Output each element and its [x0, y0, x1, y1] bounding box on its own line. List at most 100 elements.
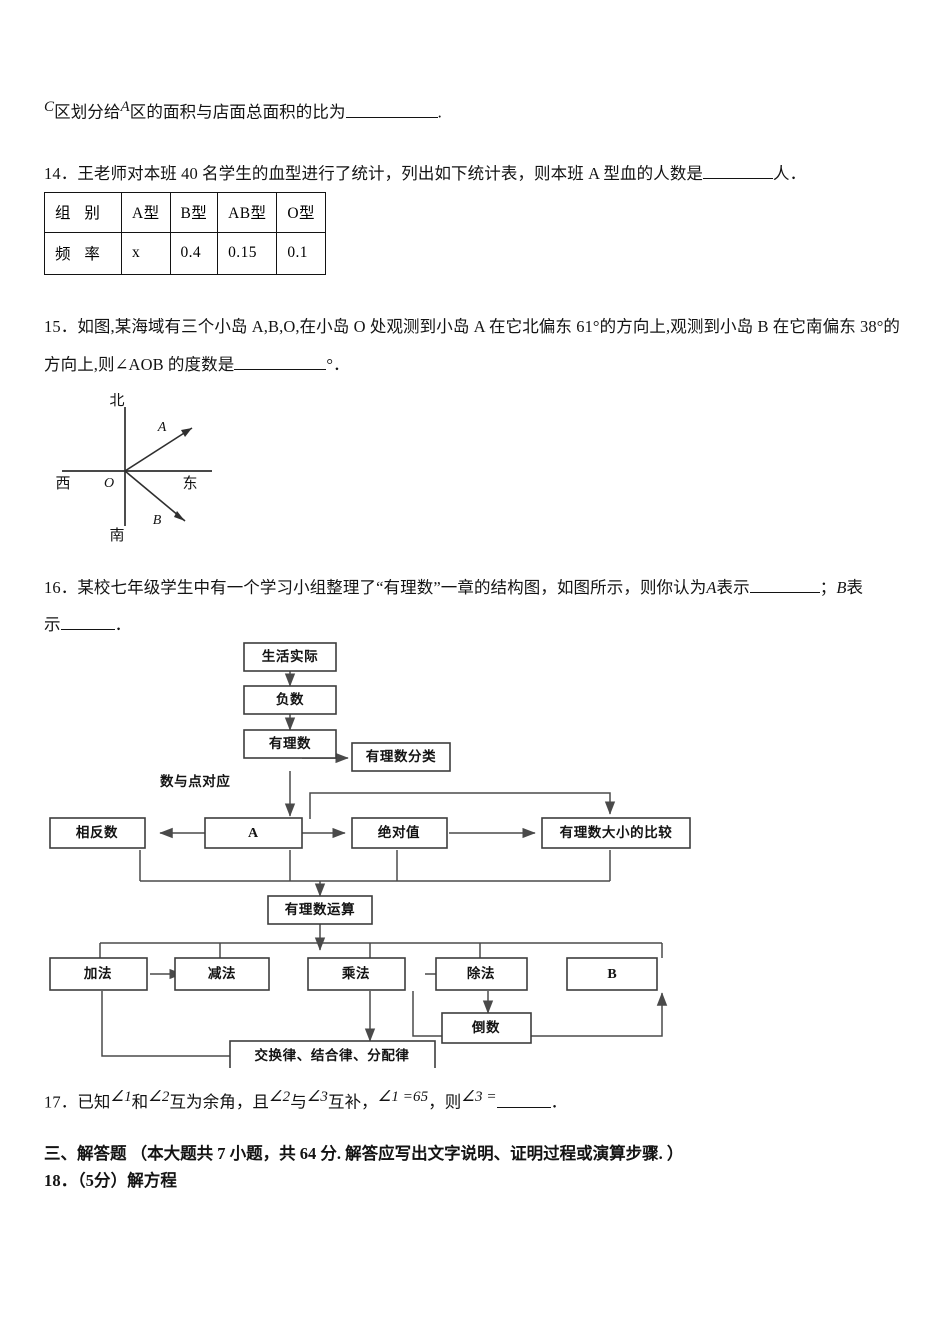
flow-edge-label: 数与点对应 [160, 773, 231, 789]
flow-node-negative [243, 685, 337, 715]
flow-node-rational-label: 有理数 [269, 735, 311, 751]
question-16-number: 16． [44, 578, 78, 597]
compass-label-south: 南 [109, 527, 124, 543]
compass-label-b: B [153, 513, 162, 528]
flow-node-division-label: 除法 [467, 965, 495, 981]
table-header-frequency: 频 率 [44, 232, 122, 275]
flow-node-b [566, 957, 658, 991]
flow-node-negative-label: 负数 [276, 691, 304, 707]
arrow-b [174, 511, 185, 521]
flow-node-laws [229, 1040, 436, 1068]
flow-node-classification-label: 有理数分类 [366, 748, 437, 764]
flow-node-subtraction-label: 减法 [208, 965, 236, 981]
q17-p2: 和 [131, 1092, 149, 1112]
question-18-body: （5分）解方程 [77, 1171, 178, 1190]
q17-p6: ，则 [428, 1092, 462, 1112]
rational-numbers-flowchart: 生活实际 负数 有理数 有理数分类 相反数 A 绝对值 有理数大小的比较 有理数… [40, 638, 720, 1068]
q13-text-b: 区的面积与店面总面积的比为 [129, 102, 346, 122]
q13-text-a: 区划分给 [54, 102, 121, 122]
question-16-line-2: 示． [44, 612, 131, 638]
answer-blank [234, 356, 327, 370]
table-row: 频 率 x 0.4 0.15 0.1 [44, 232, 326, 275]
question-15-number: 15． [44, 317, 78, 336]
flow-node-subtraction [174, 957, 270, 991]
question-16-mid: 表示 [716, 578, 750, 597]
table-cell-o: 0.1 [276, 232, 326, 275]
table-header-a: A型 [121, 192, 171, 233]
question-14-text: 14．王老师对本班 40 名学生的血型进行了统计，列出如下统计表，则本班 A 型… [44, 161, 806, 187]
flow-node-comparison [541, 817, 691, 849]
flow-node-division [435, 957, 528, 991]
flow-node-absolute [351, 817, 448, 849]
question-15-degree: °． [326, 355, 350, 374]
q17-p4: 与 [290, 1092, 307, 1112]
question-15-line-2: 方向上,则∠AOB 的度数是 °． [44, 352, 350, 378]
flow-node-a [204, 817, 303, 849]
compass-label-origin: O [104, 476, 114, 491]
question-16-end: 表 [846, 578, 864, 597]
flow-node-reciprocal [441, 1012, 532, 1044]
flow-node-addition-label: 加法 [83, 965, 112, 981]
question-16-body-2: 示 [44, 615, 61, 634]
angle-2b: ∠2 [269, 1089, 291, 1105]
answer-blank [703, 165, 774, 179]
table-row: 组 别 A型 B型 AB型 O型 [44, 192, 326, 233]
variable-c: C [44, 99, 55, 115]
question-17-number: 17． [44, 1092, 78, 1112]
q17-p7: ． [550, 1092, 568, 1112]
compass-label-west: 西 [55, 476, 70, 492]
compass-label-a: A [157, 420, 167, 435]
flow-node-opposite-label: 相反数 [76, 824, 118, 840]
flow-node-life-label: 生活实际 [262, 648, 318, 664]
question-15-body-2: 方向上,则∠AOB 的度数是 [44, 355, 235, 374]
compass-label-north: 北 [109, 393, 124, 409]
table-header-ab: AB型 [217, 192, 278, 233]
answer-blank [496, 1094, 551, 1108]
q17-p1: 已知 [77, 1092, 111, 1112]
question-18-number: 18． [44, 1171, 78, 1190]
question-14-tail: 人． [773, 164, 807, 183]
edge-to-n14 [412, 991, 668, 1037]
question-14-body: 王老师对本班 40 名学生的血型进行了统计，列出如下统计表，则本班 A 型血的人… [77, 164, 704, 183]
question-17: 17．已知∠1和∠2互为余角，且∠2与∠3互补，∠1 =65，则∠3 =． [44, 1086, 567, 1115]
question-16-line-1: 16．某校七年级学生中有一个学习小组整理了“有理数”一章的结构图，如图所示，则你… [44, 575, 863, 601]
table-header-o: O型 [276, 192, 326, 233]
question-16-body: 某校七年级学生中有一个学习小组整理了“有理数”一章的结构图，如图所示，则你认为 [77, 578, 707, 597]
angle-1: ∠1 [110, 1089, 132, 1105]
table-header-group: 组 别 [44, 192, 122, 233]
ray-oa [124, 427, 193, 472]
question-15-line-1: 15．如图,某海域有三个小岛 A,B,O,在小岛 O 处观测到小岛 A 在它北偏… [44, 314, 900, 340]
table-header-b: B型 [169, 192, 219, 233]
question-18: 18．（5分）解方程 [44, 1168, 177, 1194]
flow-node-reciprocal-label: 倒数 [471, 1019, 500, 1035]
flow-node-multiplication [307, 957, 406, 991]
section-3-heading: 三、解答题 （本大题共 7 小题，共 64 分. 解答应写出文字说明、证明过程或… [44, 1144, 684, 1163]
angle-3-query: ∠3 = [461, 1089, 497, 1105]
flow-node-multiplication-label: 乘法 [341, 965, 370, 981]
question-15-body: 如图,某海域有三个小岛 A,B,O,在小岛 O 处观测到小岛 A 在它北偏东 6… [77, 317, 901, 336]
question-16-period: ． [114, 615, 132, 634]
table-cell-ab: 0.15 [217, 232, 278, 275]
flow-node-operations [267, 895, 373, 925]
variable-b: B [836, 578, 847, 597]
answer-blank [60, 616, 115, 630]
arrow-a [181, 428, 192, 437]
q17-p5: 互补， [327, 1092, 378, 1112]
flow-node-rational [243, 729, 337, 759]
ray-ob [124, 470, 186, 522]
edge-n6-n8 [309, 792, 616, 819]
compass-label-east: 东 [182, 475, 197, 492]
flow-node-comparison-label: 有理数大小的比较 [560, 824, 673, 840]
blood-type-table: 组 别 A型 B型 AB型 O型 频 率 x 0.4 0.15 0.1 [44, 192, 326, 275]
flow-node-addition [49, 957, 148, 991]
question-16-semicolon: ； [819, 578, 837, 597]
answer-blank [749, 579, 820, 593]
flow-node-b-label: B [607, 967, 616, 982]
angle-3: ∠3 [306, 1089, 328, 1105]
table-cell-b: 0.4 [169, 232, 219, 275]
compass-diagram: 北 南 西 东 O A B [45, 393, 255, 543]
q13-period: . [437, 102, 442, 122]
flow-node-laws-label: 交换律、结合律、分配律 [254, 1047, 409, 1063]
table-cell-a: x [121, 232, 171, 275]
